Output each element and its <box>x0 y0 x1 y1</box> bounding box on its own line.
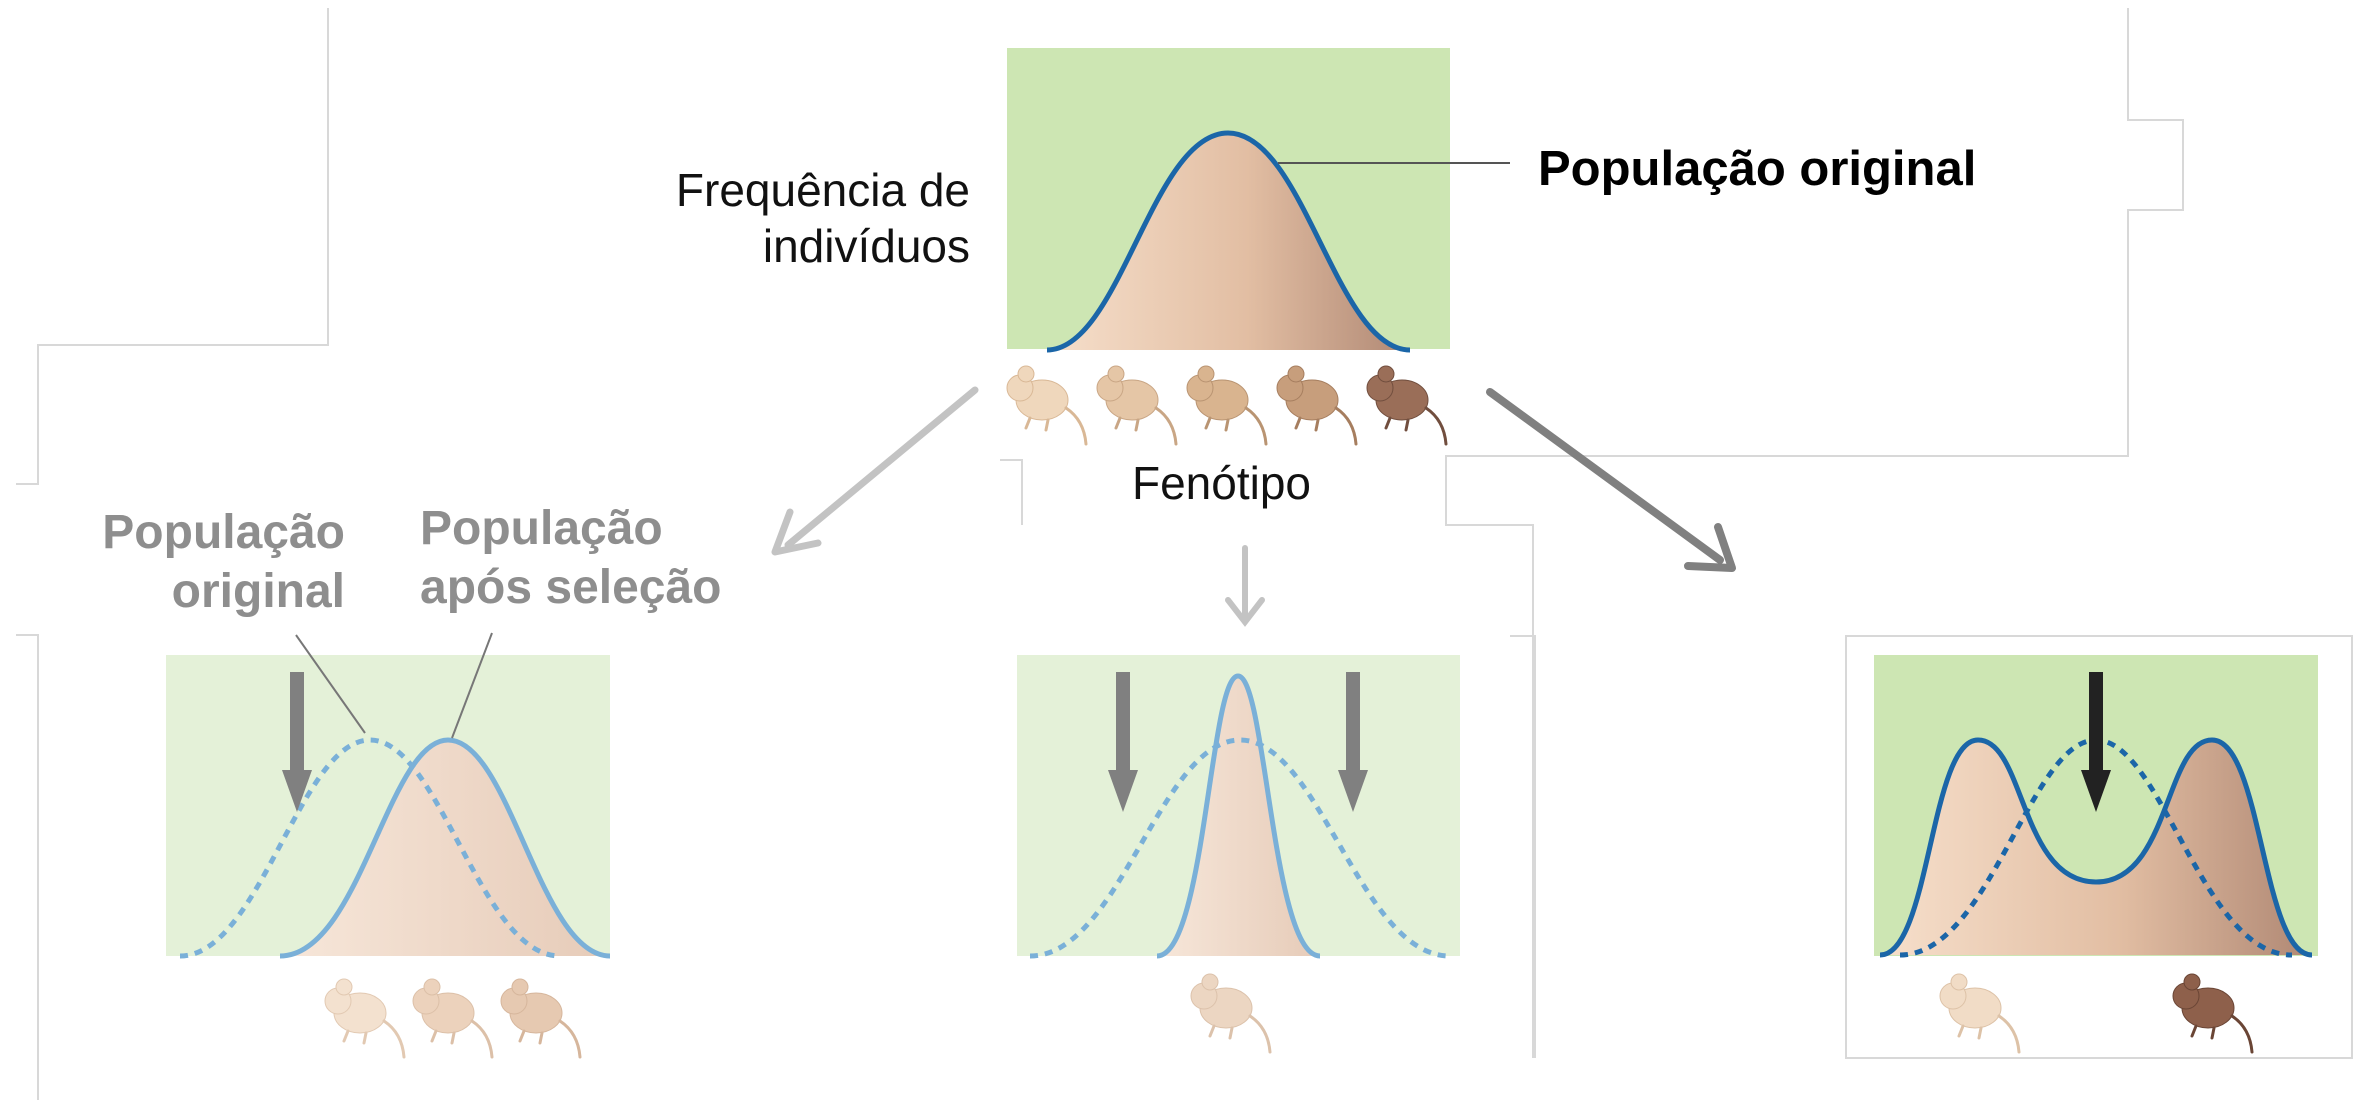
arrow-head <box>1684 523 1736 572</box>
after-selection-curve <box>1879 737 2313 958</box>
selection-arrows <box>771 386 1736 627</box>
directional-original-label-line2: original <box>171 564 345 618</box>
arrow-head <box>771 508 822 556</box>
stabilizing-selection-graph <box>1017 655 1460 1054</box>
mouse-icon <box>1005 364 1088 446</box>
phenotype-mice <box>1005 364 1448 446</box>
disruptive-selection-graph <box>1874 655 2318 1054</box>
original-curve-dotted <box>1029 737 1451 959</box>
mouse-icon <box>1365 364 1448 446</box>
directional-after-label-line2: após seleção <box>420 560 722 614</box>
after-selection-curve <box>279 737 611 959</box>
arrow-head <box>1108 770 1138 812</box>
mouse-icon <box>1185 364 1268 446</box>
distribution-curve <box>1046 130 1411 353</box>
arrow-head <box>1225 597 1265 627</box>
arrow-head <box>1338 770 1368 812</box>
mouse-icon <box>411 977 494 1059</box>
directional-selection-graph <box>166 632 611 1059</box>
arrow-head <box>282 770 312 812</box>
y-axis-label-line2: indivíduos <box>762 220 970 273</box>
leader-line-original <box>295 634 366 734</box>
directional-original-label: População original <box>40 504 345 621</box>
directional-after-label: População após seleção <box>420 500 722 617</box>
mouse-icon <box>1938 972 2021 1054</box>
mouse-icon <box>1189 972 1272 1054</box>
y-axis-label: Frequência de indivíduos <box>540 162 970 274</box>
after-selection-curve <box>1156 673 1321 959</box>
mouse-icon <box>1095 364 1178 446</box>
leader-line-after <box>451 632 493 739</box>
after-selection-fill <box>280 740 610 956</box>
scan-border-lines <box>16 8 2353 1100</box>
directional-original-label-line1: População <box>102 506 345 559</box>
original-population-label: População original <box>1538 142 1977 196</box>
mouse-icon <box>323 977 406 1059</box>
after-selection-fill <box>1157 676 1320 956</box>
directional-after-label-line1: População <box>420 502 663 555</box>
distribution-fill <box>1047 133 1410 350</box>
mouse-icon <box>1275 364 1358 446</box>
mouse-icon <box>499 977 582 1059</box>
mouse-icon <box>2171 972 2254 1054</box>
after-selection-fill <box>1880 740 2312 955</box>
arrow-to-directional <box>784 386 979 549</box>
original-curve-dotted <box>179 737 561 959</box>
original-population-graph <box>1007 48 1510 353</box>
arrow-to-disruptive <box>1486 388 1724 564</box>
arrow-head <box>2081 770 2111 812</box>
x-axis-label: Fenótipo <box>1132 457 1312 509</box>
y-axis-label-line1: Frequência de <box>675 164 970 216</box>
